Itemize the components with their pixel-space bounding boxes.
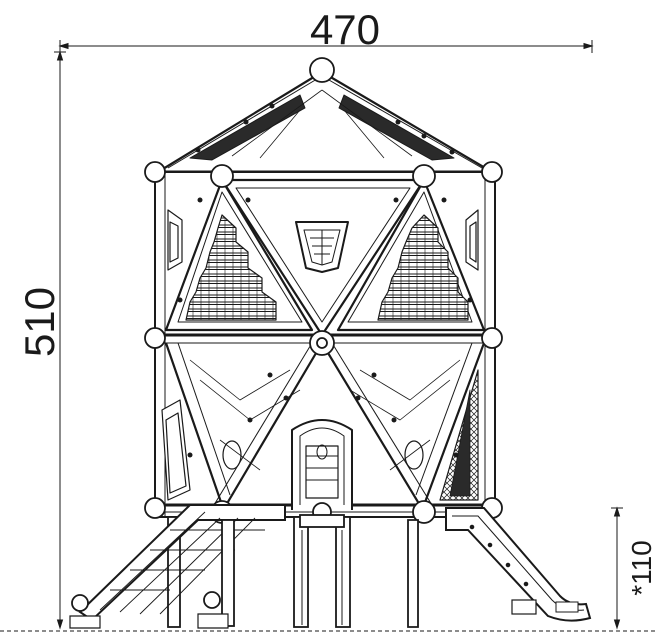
support-posts bbox=[167, 514, 419, 628]
left-side-panels bbox=[161, 209, 479, 501]
fall-height-dimension-label: *110 bbox=[626, 540, 655, 596]
left-net-ladder bbox=[69, 504, 286, 629]
lower-x-bracing bbox=[164, 342, 486, 513]
tower-structure bbox=[144, 57, 503, 524]
height-dimension-label: 510 bbox=[16, 287, 63, 357]
upper-window bbox=[295, 221, 349, 273]
left-climbing-steps bbox=[185, 214, 277, 321]
fall-height-dimension bbox=[611, 506, 623, 630]
height-dimension bbox=[54, 50, 66, 630]
roof bbox=[156, 70, 494, 181]
width-dimension bbox=[58, 40, 594, 53]
rope-knots bbox=[177, 103, 473, 458]
entrance-arch bbox=[291, 419, 353, 510]
width-dimension-label: 470 bbox=[310, 6, 380, 53]
right-climbing-steps bbox=[377, 214, 469, 321]
slide bbox=[445, 507, 592, 622]
